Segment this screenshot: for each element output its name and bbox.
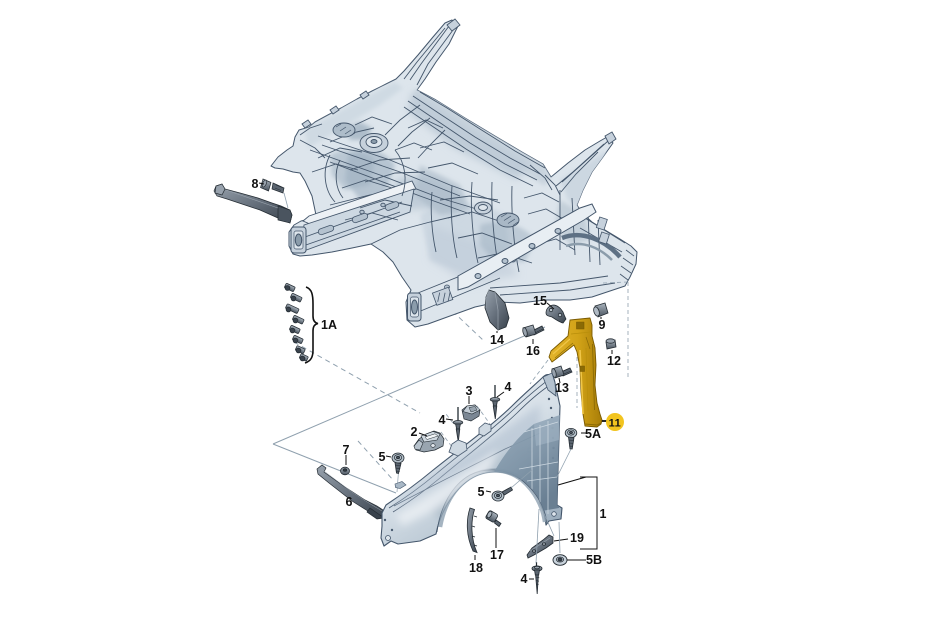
svg-text:12: 12	[607, 354, 621, 368]
svg-text:11: 11	[609, 418, 622, 430]
svg-text:13: 13	[555, 381, 569, 395]
svg-text:5A: 5A	[585, 427, 601, 441]
svg-text:19: 19	[570, 531, 584, 545]
svg-text:14: 14	[490, 333, 504, 347]
svg-text:4: 4	[505, 380, 512, 394]
svg-text:5: 5	[478, 485, 485, 499]
svg-text:9: 9	[599, 318, 606, 332]
svg-text:7: 7	[343, 443, 350, 457]
svg-text:4: 4	[439, 413, 446, 427]
svg-text:18: 18	[469, 561, 483, 575]
svg-text:16: 16	[526, 344, 540, 358]
svg-text:1A: 1A	[321, 318, 337, 332]
svg-text:15: 15	[533, 294, 547, 308]
svg-text:6: 6	[346, 495, 353, 509]
svg-text:4: 4	[521, 572, 528, 586]
svg-text:5B: 5B	[586, 553, 602, 567]
svg-text:3: 3	[466, 384, 473, 398]
svg-text:1: 1	[600, 507, 607, 521]
svg-text:5: 5	[379, 450, 386, 464]
svg-text:2: 2	[411, 425, 418, 439]
svg-text:8: 8	[252, 177, 259, 191]
svg-text:17: 17	[490, 548, 504, 562]
